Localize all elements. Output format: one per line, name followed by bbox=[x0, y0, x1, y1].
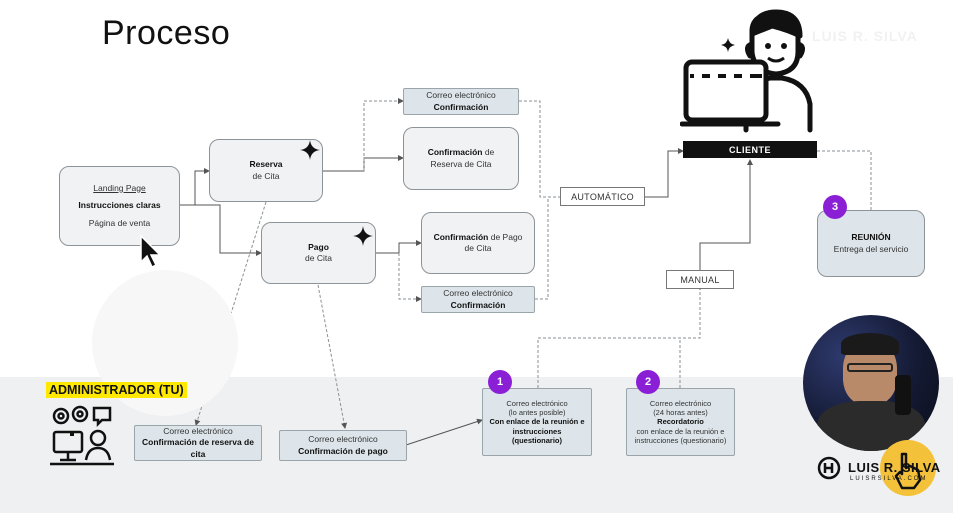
node-reunion: REUNIÓN Entrega del servicio bbox=[817, 210, 925, 277]
admin-person-gears-icon bbox=[50, 405, 114, 466]
badge-1: 1 bbox=[488, 370, 512, 394]
line-landing-reserva bbox=[180, 168, 210, 206]
sparkle-icon bbox=[353, 226, 373, 246]
presenter-webcam bbox=[803, 315, 939, 451]
node-email-2: Correo electrónico (24 horas antes) Reco… bbox=[626, 388, 735, 456]
client-person-computer-icon bbox=[680, 9, 813, 133]
line-landing-pago bbox=[195, 204, 262, 256]
email-reserva-admin-bold: Confirmación de reserva de cita bbox=[142, 437, 254, 459]
badge-3: 3 bbox=[823, 195, 847, 219]
landing-link-text: Landing Page bbox=[93, 182, 146, 193]
line-cliente-reunion bbox=[817, 150, 872, 210]
email1-bold: Con enlace de la reunión e instrucciones… bbox=[489, 417, 585, 446]
line-email-top-auto bbox=[519, 100, 560, 198]
brand-site: LUISRSILVA.COM bbox=[850, 476, 928, 482]
email-top-bold: Confirmación bbox=[433, 101, 489, 112]
brand-name: LUIS R. SILVA bbox=[848, 460, 941, 475]
sparkle-icon bbox=[300, 140, 320, 160]
line-pago-email1 bbox=[405, 418, 483, 446]
line-reserva-conf bbox=[323, 155, 404, 172]
node-email-confirmacion-top: Correo electrónico Confirmación bbox=[403, 88, 519, 115]
email-bottom-line1: Correo electrónico bbox=[443, 288, 513, 299]
conf-reserva-rest1: de bbox=[482, 147, 495, 158]
node-pago: Pago de Cita bbox=[261, 222, 376, 284]
email1-line2: (lo antes posible) bbox=[508, 407, 566, 417]
node-confirmacion-reserva: Confirmación de Reserva de Cita bbox=[403, 127, 519, 190]
node-email-confirmacion-bottom: Correo electrónico Confirmación bbox=[421, 286, 535, 313]
line-pago-admin bbox=[317, 284, 348, 429]
node-email-conf-pago-admin: Correo electrónico Confirmación de pago bbox=[279, 430, 407, 461]
landing-sub: Página de venta bbox=[88, 217, 151, 228]
reunion-bold: REUNIÓN bbox=[851, 232, 891, 243]
reserva-bold: Reserva bbox=[249, 159, 283, 170]
tag-manual: MANUAL bbox=[666, 270, 734, 289]
conf-pago-rest2: de Cita bbox=[464, 243, 492, 253]
line-pago-email-bottom bbox=[398, 253, 422, 302]
email1-line1: Correo electrónico bbox=[506, 398, 568, 408]
email2-rest: con enlace de la reunión e instrucciones… bbox=[634, 426, 727, 446]
watermark-name: LUIS R. SILVA bbox=[812, 28, 918, 44]
page-title: Proceso bbox=[102, 14, 231, 52]
email-bottom-bold: Confirmación bbox=[450, 299, 506, 310]
line-manual-cliente bbox=[699, 159, 753, 290]
hand-pointer-icon bbox=[880, 440, 936, 496]
conf-pago-bold: Confirmación bbox=[433, 231, 489, 242]
conf-pago-rest1: de Pago bbox=[488, 231, 523, 242]
cursor-icon bbox=[140, 234, 162, 269]
email-top-line1: Correo electrónico bbox=[426, 90, 496, 101]
line-reserva-email-top bbox=[363, 98, 404, 171]
brand-logo-icon bbox=[817, 456, 841, 480]
email-pago-admin-bold: Confirmación de pago bbox=[298, 445, 388, 456]
pago-bold: Pago bbox=[308, 241, 329, 252]
landing-bold: Instrucciones claras bbox=[78, 200, 161, 211]
email2-line2: (24 horas antes) bbox=[653, 407, 708, 417]
line-email-bottom-auto bbox=[535, 197, 549, 300]
node-confirmacion-pago: Confirmación de Pago de Cita bbox=[421, 212, 535, 274]
node-landing-page: Landing Page Instrucciones claras Página… bbox=[59, 166, 180, 246]
email2-line1: Correo electrónico bbox=[649, 398, 712, 408]
pago-sub: de Cita bbox=[305, 253, 332, 263]
node-email-1: Correo electrónico (lo antes posible) Co… bbox=[482, 388, 592, 456]
reunion-sub: Entrega del servicio bbox=[833, 243, 909, 254]
conf-reserva-bold: Confirmación bbox=[427, 147, 483, 158]
line-auto-cliente bbox=[645, 148, 684, 198]
label-administrador: ADMINISTRADOR (TU) bbox=[46, 382, 187, 398]
reserva-sub: de Cita bbox=[252, 170, 280, 181]
line-pago-conf bbox=[376, 240, 422, 254]
node-email-conf-reserva-admin: Correo electrónico Confirmación de reser… bbox=[134, 425, 262, 461]
badge-2: 2 bbox=[636, 370, 660, 394]
conf-reserva-rest2: Reserva de Cita bbox=[430, 158, 492, 169]
label-cliente: CLIENTE bbox=[683, 141, 817, 158]
email-pago-admin-line1: Correo electrónico bbox=[308, 434, 378, 445]
tag-automatico: AUTOMÁTICO bbox=[560, 187, 645, 206]
email2-bold: Recordatorio bbox=[657, 417, 704, 427]
line-email1-manual bbox=[537, 290, 701, 388]
email-reserva-admin-line1: Correo electrónico bbox=[163, 425, 233, 436]
